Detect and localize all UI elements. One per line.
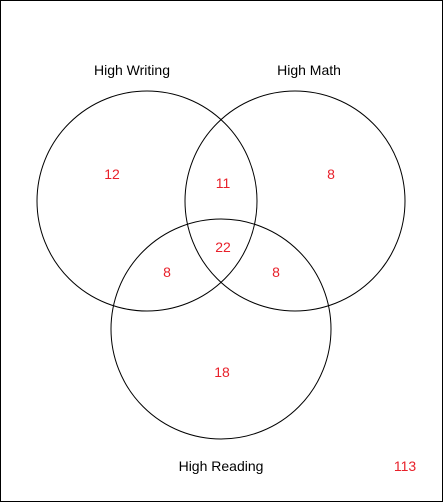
count-writing-reading: 8 <box>163 264 171 280</box>
circle-high-reading <box>110 218 332 440</box>
count-none: 113 <box>394 458 417 474</box>
circle-high-writing <box>36 90 258 312</box>
count-all-three: 22 <box>215 239 231 255</box>
count-writing-math: 11 <box>216 175 231 191</box>
count-math-only: 8 <box>327 166 335 182</box>
circle-high-math <box>184 90 406 312</box>
count-writing-only: 12 <box>104 166 120 182</box>
count-math-reading: 8 <box>272 264 280 280</box>
label-high-math: High Math <box>277 62 341 78</box>
label-high-reading: High Reading <box>179 458 264 474</box>
count-reading-only: 18 <box>214 364 230 380</box>
label-high-writing: High Writing <box>94 62 170 78</box>
